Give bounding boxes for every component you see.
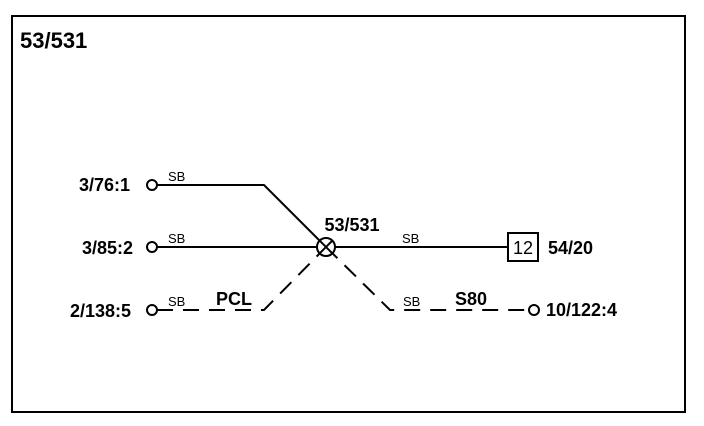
wire-color-w2: SB [168,231,185,246]
connector-label-3-85-2: 3/85:2 [82,238,133,258]
connector-label-3-76-1: 3/76:1 [79,175,130,195]
terminal-3-76-1[interactable] [146,179,158,191]
splice-label: 53/531 [324,215,379,235]
circuit-label-pcl: PCL [216,289,252,309]
connector-label-2-138-5: 2/138:5 [70,301,131,321]
wire-w3[interactable] [157,246,327,311]
diagram-border [11,15,686,413]
wire-w1[interactable] [157,184,327,248]
connector-label-54-20: 54/20 [548,238,593,258]
wire-color-w3: SB [168,294,185,309]
wire-color-w5: SB [403,294,420,309]
connector-label-10-122-4: 10/122:4 [546,300,617,320]
wire-color-w1: SB [168,169,185,184]
circuit-label-s80: S80 [455,289,487,309]
diagram-title: 53/531 [20,28,87,53]
component-box-12[interactable] [507,232,539,262]
splice-icon[interactable] [316,237,336,257]
terminal-10-122-4[interactable] [528,304,540,316]
component-box-number: 12 [513,238,533,258]
wire-color-w4: SB [402,231,419,246]
terminal-2-138-5[interactable] [146,304,158,316]
wire-w5[interactable] [325,246,529,311]
terminal-3-85-2[interactable] [146,241,158,253]
